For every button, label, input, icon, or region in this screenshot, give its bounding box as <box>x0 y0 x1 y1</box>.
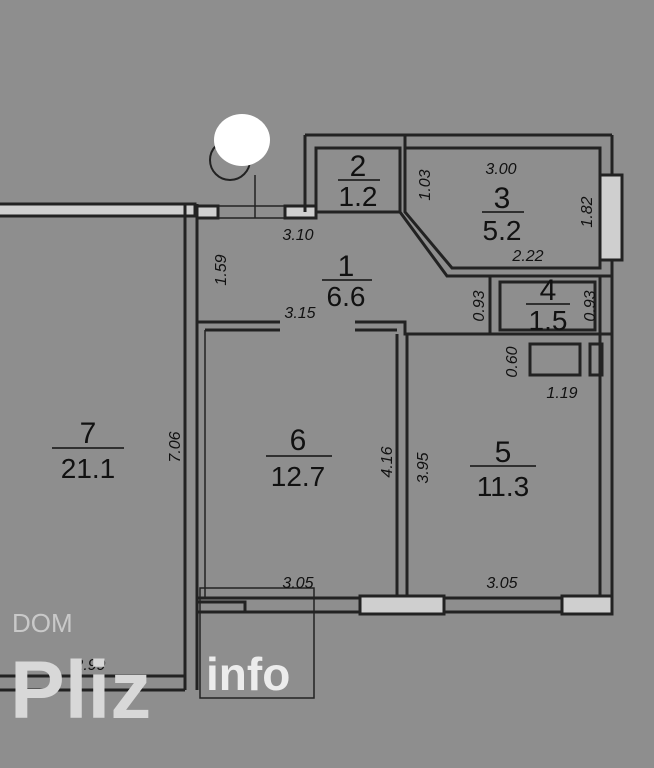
room-2-area: 1.2 <box>339 181 378 212</box>
wall-corridor-top <box>195 204 220 220</box>
dim-119: 1.19 <box>546 385 577 402</box>
wall-room6-room5 <box>395 334 409 600</box>
wall-balcony <box>0 600 247 692</box>
dim-299: 2.99 <box>73 657 105 674</box>
room-1-number: 1 <box>338 250 355 283</box>
window-room3 <box>598 173 624 262</box>
wall-room7-top <box>0 202 197 218</box>
wall-room7-right <box>183 204 199 690</box>
dim-222: 2.22 <box>511 248 543 265</box>
window-room6 <box>358 594 446 616</box>
room-2-number: 2 <box>350 150 367 183</box>
dim-093a: 0.93 <box>471 290 488 321</box>
window-room5 <box>560 594 614 616</box>
room-3-area: 5.2 <box>483 215 522 246</box>
room-6-area: 12.7 <box>271 461 326 492</box>
dim-395: 3.95 <box>415 452 432 483</box>
wall-corridor-bottom <box>197 320 612 336</box>
wall-corridor-top-right <box>283 204 318 220</box>
dim-182: 1.82 <box>579 196 596 227</box>
dim-103: 1.03 <box>417 169 434 200</box>
dim-159: 1.59 <box>213 254 230 285</box>
room-1-area: 6.6 <box>327 281 366 312</box>
dim-305b: 3.05 <box>486 575 517 592</box>
room-4-area: 1.5 <box>529 305 568 336</box>
room-5-number: 5 <box>495 436 512 469</box>
dim-093b: 0.93 <box>582 290 599 321</box>
room-6-number: 6 <box>290 424 307 457</box>
room-5-area: 11.3 <box>477 471 529 502</box>
wall-closet <box>528 342 604 377</box>
wall-outer-right <box>598 276 614 600</box>
room-7-area: 21.1 <box>61 453 116 484</box>
entrance <box>209 114 270 218</box>
wall-room4 <box>488 276 597 334</box>
dim-315: 3.15 <box>284 305 315 322</box>
dim-416: 4.16 <box>379 446 396 477</box>
balcony-outline <box>199 587 315 699</box>
room-7-number: 7 <box>80 417 97 450</box>
watermark-dom: DOM <box>12 608 73 638</box>
dim-310: 3.10 <box>282 227 313 244</box>
dim-300: 3.00 <box>485 161 516 178</box>
room-4-number: 4 <box>540 274 557 307</box>
dim-060: 0.60 <box>504 346 521 377</box>
watermark-pliz: Pliz <box>10 645 151 736</box>
watermark-info: info <box>206 648 290 700</box>
dim-706: 7.06 <box>167 431 184 462</box>
privacy-blob <box>214 114 270 166</box>
room-labels: 1 6.6 2 1.2 3 5.2 4 1.5 5 11.3 6 12.7 7 … <box>52 150 570 502</box>
room-3-number: 3 <box>494 182 511 215</box>
dimension-labels: 3.10 1.59 3.15 1.03 3.00 1.82 2.22 0.93 … <box>73 161 599 674</box>
walls <box>0 133 624 699</box>
dim-305a: 3.05 <box>282 575 313 592</box>
watermark-logo: DOM Pliz info <box>10 608 290 736</box>
